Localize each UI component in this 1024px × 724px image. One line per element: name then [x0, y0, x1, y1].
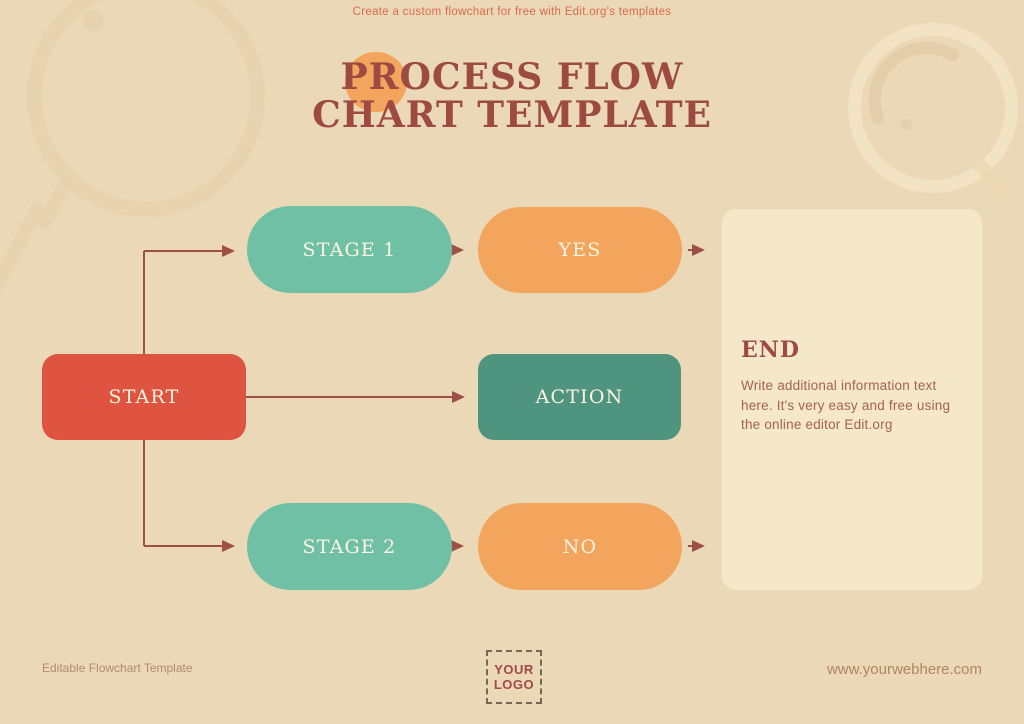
flow-node-stage2-label: STAGE 2 [302, 535, 397, 558]
logo-placeholder-line1: YOUR [494, 662, 534, 677]
flow-node-stage1: STAGE 1 [247, 206, 452, 293]
flow-node-start: START [42, 354, 246, 440]
accent-circle [345, 52, 407, 112]
page-title-line2: CHART TEMPLATE [312, 94, 712, 136]
flow-node-stage2: STAGE 2 [247, 503, 452, 590]
dot-doodle-top-left [83, 10, 104, 31]
flow-node-no-label: NO [562, 535, 598, 558]
page-title: PROCESS FLOW CHART TEMPLATE [0, 58, 1024, 134]
tagline: Create a custom flowchart for free with … [352, 6, 672, 18]
flow-node-yes: YES [478, 207, 682, 293]
magnifier-shine-arc-doodle [868, 41, 959, 124]
end-panel-body: Write additional information text here. … [741, 378, 951, 432]
flow-node-no: NO [478, 503, 682, 590]
flow-node-start-label: START [108, 386, 180, 408]
page-title-line1: PROCESS FLOW [340, 56, 684, 98]
logo-placeholder: YOUR LOGO [486, 650, 542, 704]
flow-node-action-label: ACTION [535, 386, 624, 408]
logo-placeholder-line2: LOGO [493, 677, 535, 692]
flow-node-action: ACTION [478, 354, 681, 440]
flow-node-stage1-label: STAGE 1 [302, 238, 397, 261]
footer-website-url: www.yourwebhere.com [826, 661, 982, 678]
end-panel-title: END [741, 337, 800, 363]
footer-template-label: Editable Flowchart Template [42, 661, 193, 675]
dot-doodle-top-right [901, 119, 912, 130]
flow-node-end-panel: END Write additional information text he… [722, 209, 982, 590]
flow-node-yes-label: YES [558, 239, 602, 261]
